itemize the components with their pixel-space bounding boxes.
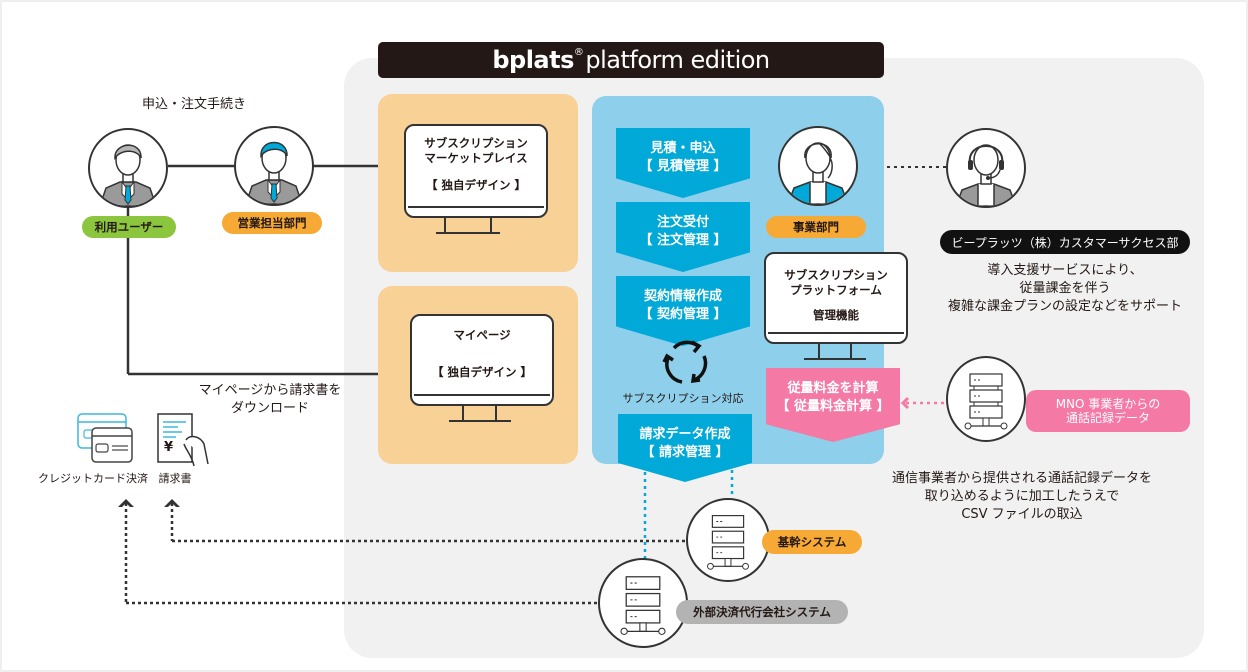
- businessman-icon: [99, 144, 157, 206]
- monitor-base: [449, 420, 511, 422]
- platform-admin-monitor: サブスクリプション プラットフォーム 管理機能: [764, 252, 908, 344]
- business-dept-label: 事業部門: [766, 216, 866, 238]
- step-sub: 【 契約管理 】: [639, 307, 727, 322]
- cs-desc-line3: 複雑な課金プランの設定などをサポート: [947, 299, 1182, 314]
- marketplace-monitor: サブスクリプション マーケットプレイス 【 独自デザイン 】: [404, 124, 548, 218]
- customer-success-description: 導入支援サービスにより、 従量課金を伴う 複雑な課金プランの設定などをサポート: [920, 262, 1210, 316]
- arrowhead-card: [118, 499, 134, 507]
- marketplace-line2: マーケットプレイス: [424, 151, 528, 165]
- registered-mark: ®: [573, 46, 584, 58]
- marketplace-line1: サブスクリプション: [424, 136, 528, 150]
- yen-symbol: ¥: [164, 440, 174, 455]
- arrowhead-calc: [900, 396, 910, 410]
- usage-calc-step: 従量料金を計算 【 従量料金計算 】: [766, 368, 900, 442]
- cs-desc-line2: 従量課金を伴う: [1019, 281, 1111, 296]
- monitor-bezel-line: [408, 206, 544, 208]
- monitor-bezel-line: [414, 394, 550, 396]
- server-icon: [964, 373, 1008, 430]
- salesman-icon: [245, 141, 303, 204]
- marketplace-tag: 【 独自デザイン 】: [425, 178, 526, 192]
- step-title: 契約情報作成: [643, 289, 722, 304]
- payment-system-circle: [598, 558, 688, 648]
- credit-card-icon: [77, 413, 133, 463]
- download-note-line1: マイページから請求書を: [198, 383, 342, 398]
- invoice-hand-icon: [157, 413, 209, 467]
- usage-calc-sub: 【 従量料金計算 】: [776, 399, 890, 414]
- step-sub: 【 見積管理 】: [639, 159, 727, 174]
- mno-desc-line1: 通信事業者から提供される通話記録データを: [891, 471, 1152, 486]
- application-heading: 申込・注文手続き: [141, 97, 246, 112]
- platform-line2: プラットフォーム: [790, 283, 882, 297]
- mno-desc-line2: 取り込めるように加工したうえで: [924, 489, 1120, 504]
- mno-label-line2: 通話記録データ: [1065, 411, 1150, 425]
- step-title: 見積・申込: [650, 141, 716, 156]
- cs-desc-line1: 導入支援サービスにより、: [987, 263, 1143, 278]
- sales-avatar: [234, 126, 314, 206]
- step-sub: 【 請求管理 】: [641, 445, 729, 460]
- credit-card-label: クレジットカード決済: [38, 472, 148, 485]
- monitor-base: [804, 358, 866, 360]
- monitor-stand-left: [444, 218, 446, 232]
- brand-name: bplats: [492, 46, 574, 74]
- user-label: 利用ユーザー: [82, 216, 176, 238]
- customer-success-avatar: [946, 128, 1026, 208]
- step-sub: 【 注文管理 】: [639, 233, 727, 248]
- mypage-tag: 【 独自デザイン 】: [431, 365, 532, 379]
- mno-label-line1: MNO 事業者からの: [1055, 397, 1161, 411]
- mypage-monitor: マイページ 【 独自デザイン 】: [410, 314, 554, 406]
- monitor-bezel-line: [768, 332, 904, 334]
- invoice-label: 請求書: [158, 472, 192, 485]
- download-note: マイページから請求書を ダウンロード: [180, 382, 360, 418]
- sales-label: 営業担当部門: [222, 212, 322, 234]
- platform-line3: 管理機能: [813, 308, 859, 322]
- core-system-label: 基幹システム: [762, 530, 862, 554]
- platform-title-bar: bplats®platform edition: [378, 42, 884, 78]
- user-avatar: [88, 128, 168, 208]
- arrowhead-invoice: [164, 499, 180, 507]
- business-dept-avatar: [778, 126, 858, 206]
- monitor-stand-left: [462, 406, 464, 420]
- businesswoman-icon: [787, 142, 849, 204]
- mno-data-label: MNO 事業者からの 通話記録データ: [1026, 390, 1190, 432]
- server-icon: [620, 576, 666, 635]
- monitor-base: [436, 232, 500, 234]
- customer-success-label: ビープラッツ（株）カスタマーサクセス部: [940, 230, 1190, 254]
- step-title: 請求データ作成: [639, 427, 731, 442]
- cycle-label: サブスクリプション対応: [622, 392, 744, 405]
- mno-description: 通信事業者から提供される通話記録データを 取り込めるように加工したうえで CSV…: [866, 470, 1178, 524]
- mno-desc-line3: CSV ファイルの取込: [961, 507, 1083, 522]
- step-title: 注文受付: [656, 215, 709, 230]
- cycle-icon: [662, 340, 708, 384]
- monitor-stand-right: [490, 218, 492, 232]
- monitor-stand-right: [495, 406, 497, 420]
- server-icon: [707, 515, 749, 570]
- usage-calc-title: 従量料金を計算: [787, 381, 879, 396]
- monitor-stand-right: [850, 344, 852, 358]
- monitor-stand-left: [818, 344, 820, 358]
- invoice-icon: ¥: [156, 412, 212, 468]
- payment-system-label: 外部決済代行会社システム: [676, 600, 848, 624]
- download-note-line2: ダウンロード: [230, 401, 309, 416]
- mypage-line1: マイページ: [453, 328, 511, 342]
- mno-server-circle: [946, 356, 1026, 442]
- core-system-circle: [686, 498, 770, 582]
- edition-name: platform edition: [585, 46, 770, 74]
- platform-line1: サブスクリプション: [784, 268, 888, 282]
- support-operator-icon: [955, 144, 1017, 206]
